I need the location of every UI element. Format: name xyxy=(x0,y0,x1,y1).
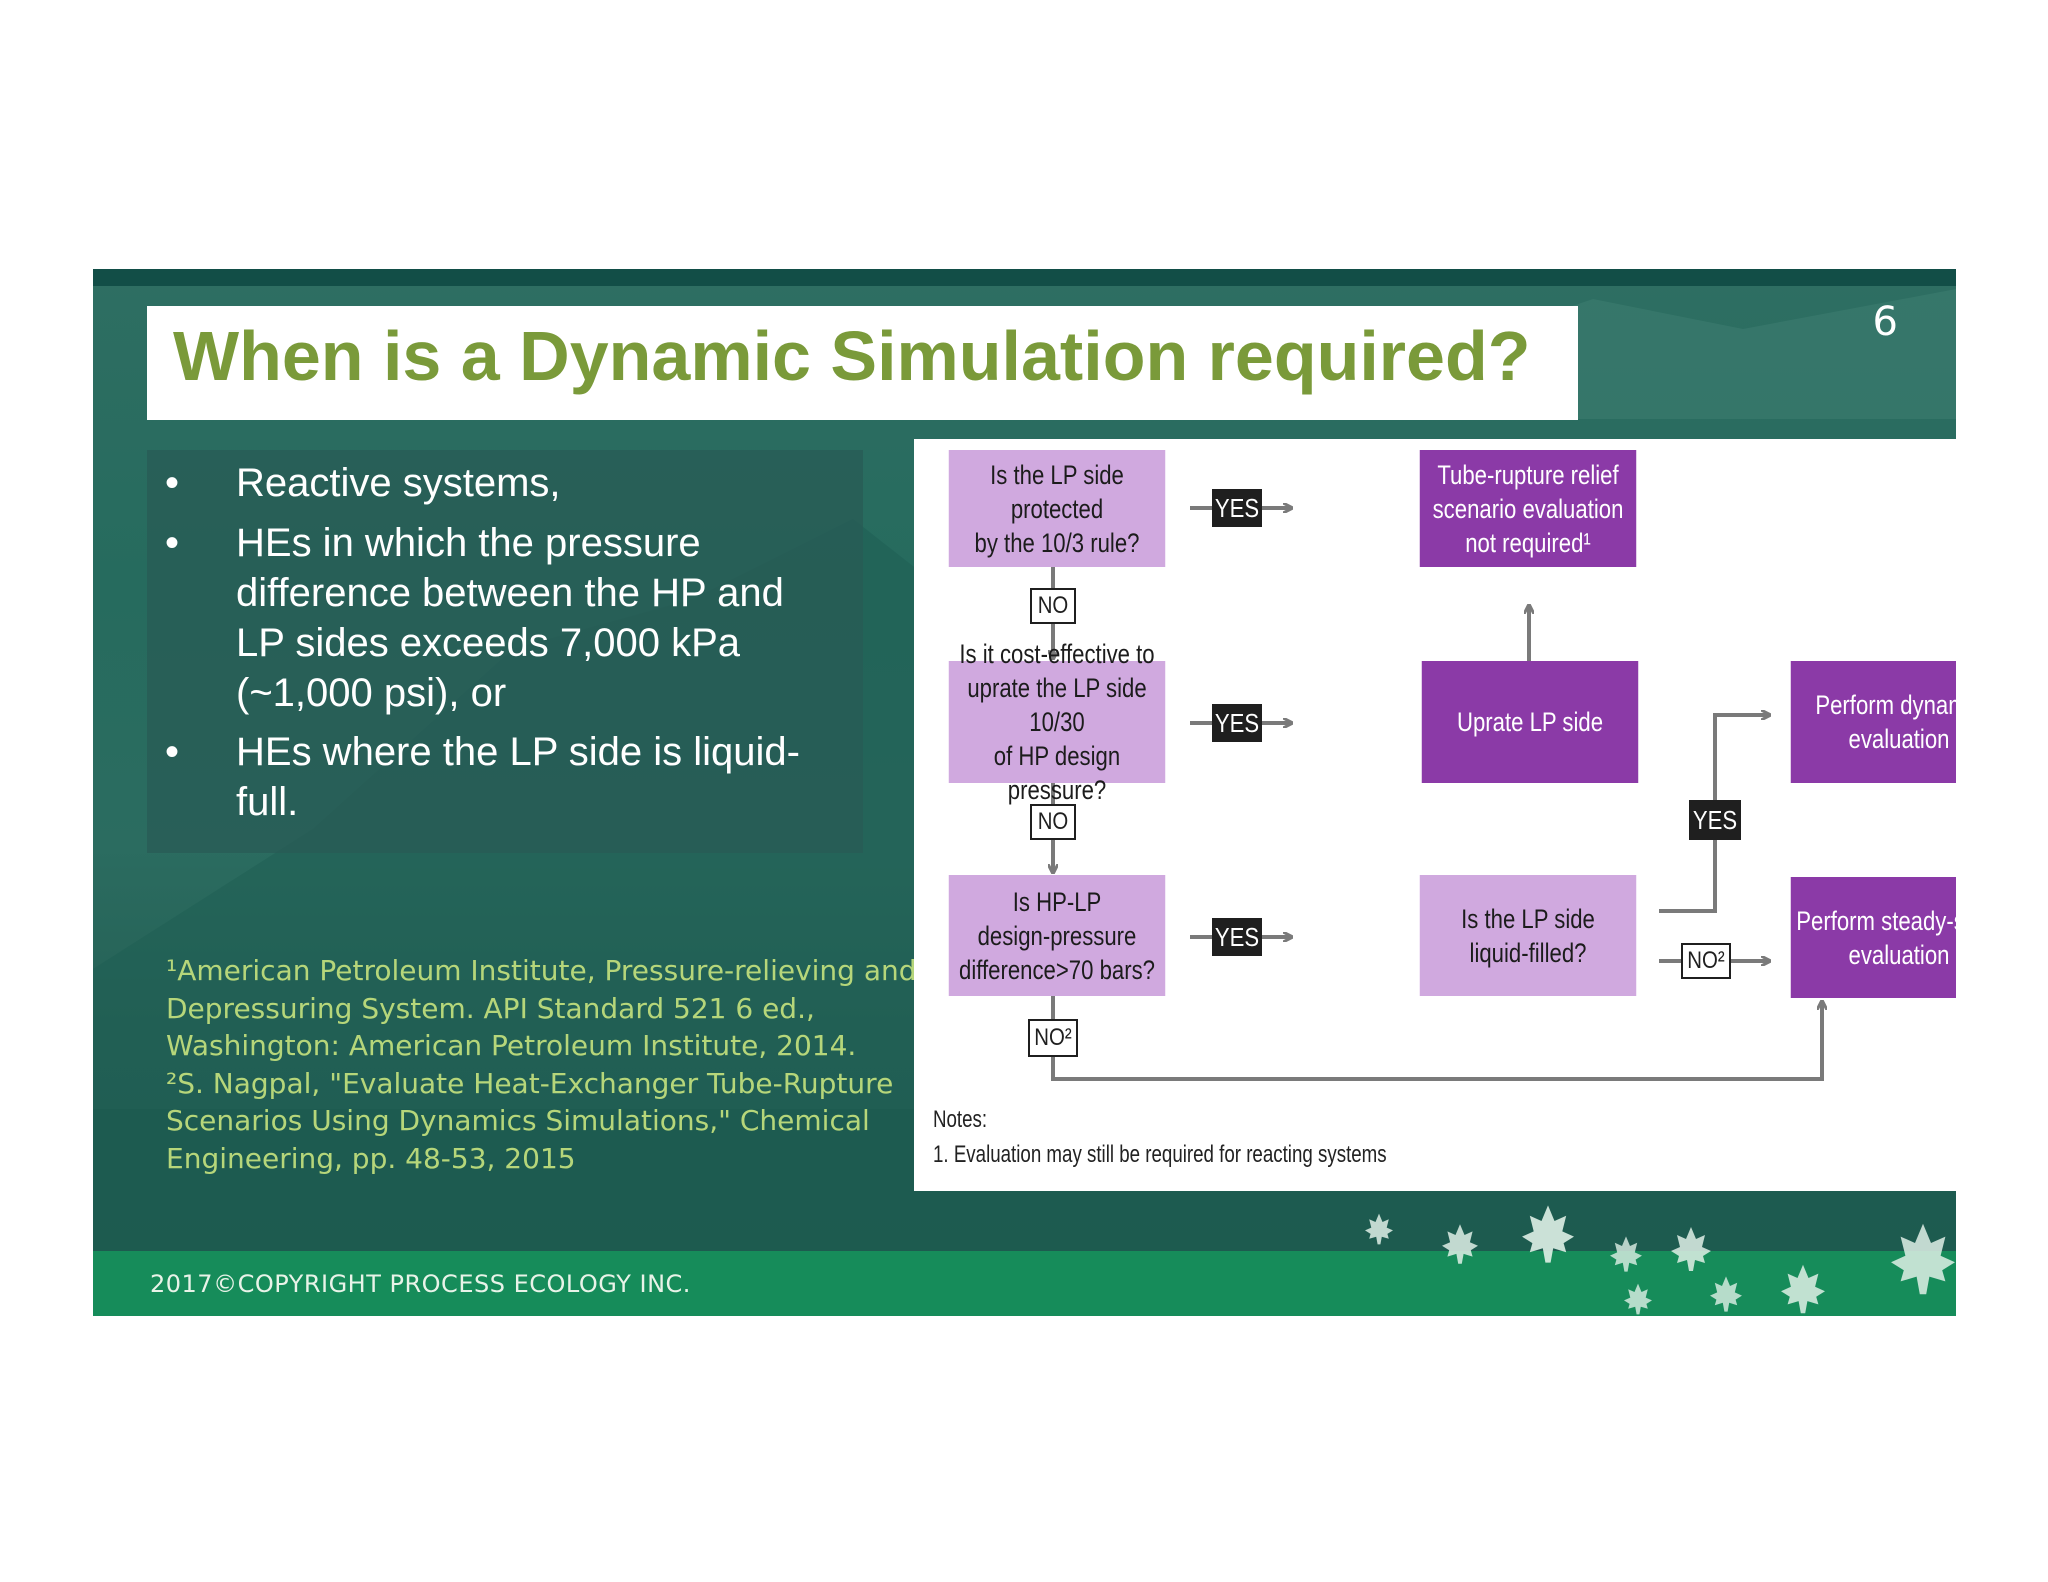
label-no-note: NO² xyxy=(1028,1019,1078,1057)
notes-item: 1. Evaluation may still be required for … xyxy=(933,1141,1387,1168)
label-no: NO xyxy=(1030,804,1076,840)
label-yes: YES xyxy=(1689,800,1741,840)
reference-line: ²S. Nagpal, "Evaluate Heat-Exchanger Tub… xyxy=(166,1066,894,1100)
reference-line: Depressuring System. API Standard 521 6 … xyxy=(166,991,815,1025)
bullet-text: HEs where the LP side is liquid- xyxy=(236,730,800,774)
page-number: 6 xyxy=(1872,299,1898,345)
reference-line: Washington: American Petroleum Institute… xyxy=(166,1029,857,1062)
bullet-text: full. xyxy=(236,780,299,824)
bullet-list: • Reactive systems, • HEs in which the p… xyxy=(147,450,863,853)
label-no-note: NO² xyxy=(1681,943,1731,979)
reference-line: Engineering, pp. 48-53, 2015 xyxy=(166,1141,576,1175)
top-band xyxy=(93,269,1956,286)
label-yes: YES xyxy=(1212,704,1262,742)
result-steady-state-evaluation: Perform steady-stateevaluation xyxy=(1790,877,1956,998)
reference-line: ¹American Petroleum Institute, Pressure-… xyxy=(166,954,917,987)
page-title: When is a Dynamic Simulation required? xyxy=(173,317,1531,395)
bullet-text: HEs in which the pressure xyxy=(236,521,701,565)
arrow-q3-no-to-steady xyxy=(1051,986,1822,1081)
footer-copyright: 2017©COPYRIGHT PROCESS ECOLOGY INC. xyxy=(150,1270,691,1298)
slide: When is a Dynamic Simulation required? 6… xyxy=(93,269,1956,1316)
label-yes: YES xyxy=(1212,489,1262,527)
notes-title: Notes: xyxy=(933,1106,988,1133)
flowchart-notes: Notes: 1. Evaluation may still be requir… xyxy=(933,1102,1387,1172)
bullet-dot: • xyxy=(165,461,180,505)
bullet-dot: • xyxy=(165,521,180,565)
result-uprate-lp: Uprate LP side xyxy=(1421,661,1639,783)
bullet-text: (~1,000 psi), or xyxy=(236,671,507,715)
bullet-text: LP sides exceeds 7,000 kPa xyxy=(236,621,741,665)
title-box: When is a Dynamic Simulation required? xyxy=(147,306,1578,420)
bullet-text: Reactive systems, xyxy=(236,461,561,505)
label-yes: YES xyxy=(1212,918,1262,956)
reference-line: Scenarios Using Dynamics Simulations," C… xyxy=(166,1104,870,1137)
bullet-text: difference between the HP and xyxy=(236,571,784,615)
label-no: NO xyxy=(1030,588,1076,624)
result-dynamic-evaluation: Perform dynamicevaluation xyxy=(1790,661,1956,783)
bullet-dot: • xyxy=(165,730,180,774)
references: ¹American Petroleum Institute, Pressure-… xyxy=(166,952,917,1177)
